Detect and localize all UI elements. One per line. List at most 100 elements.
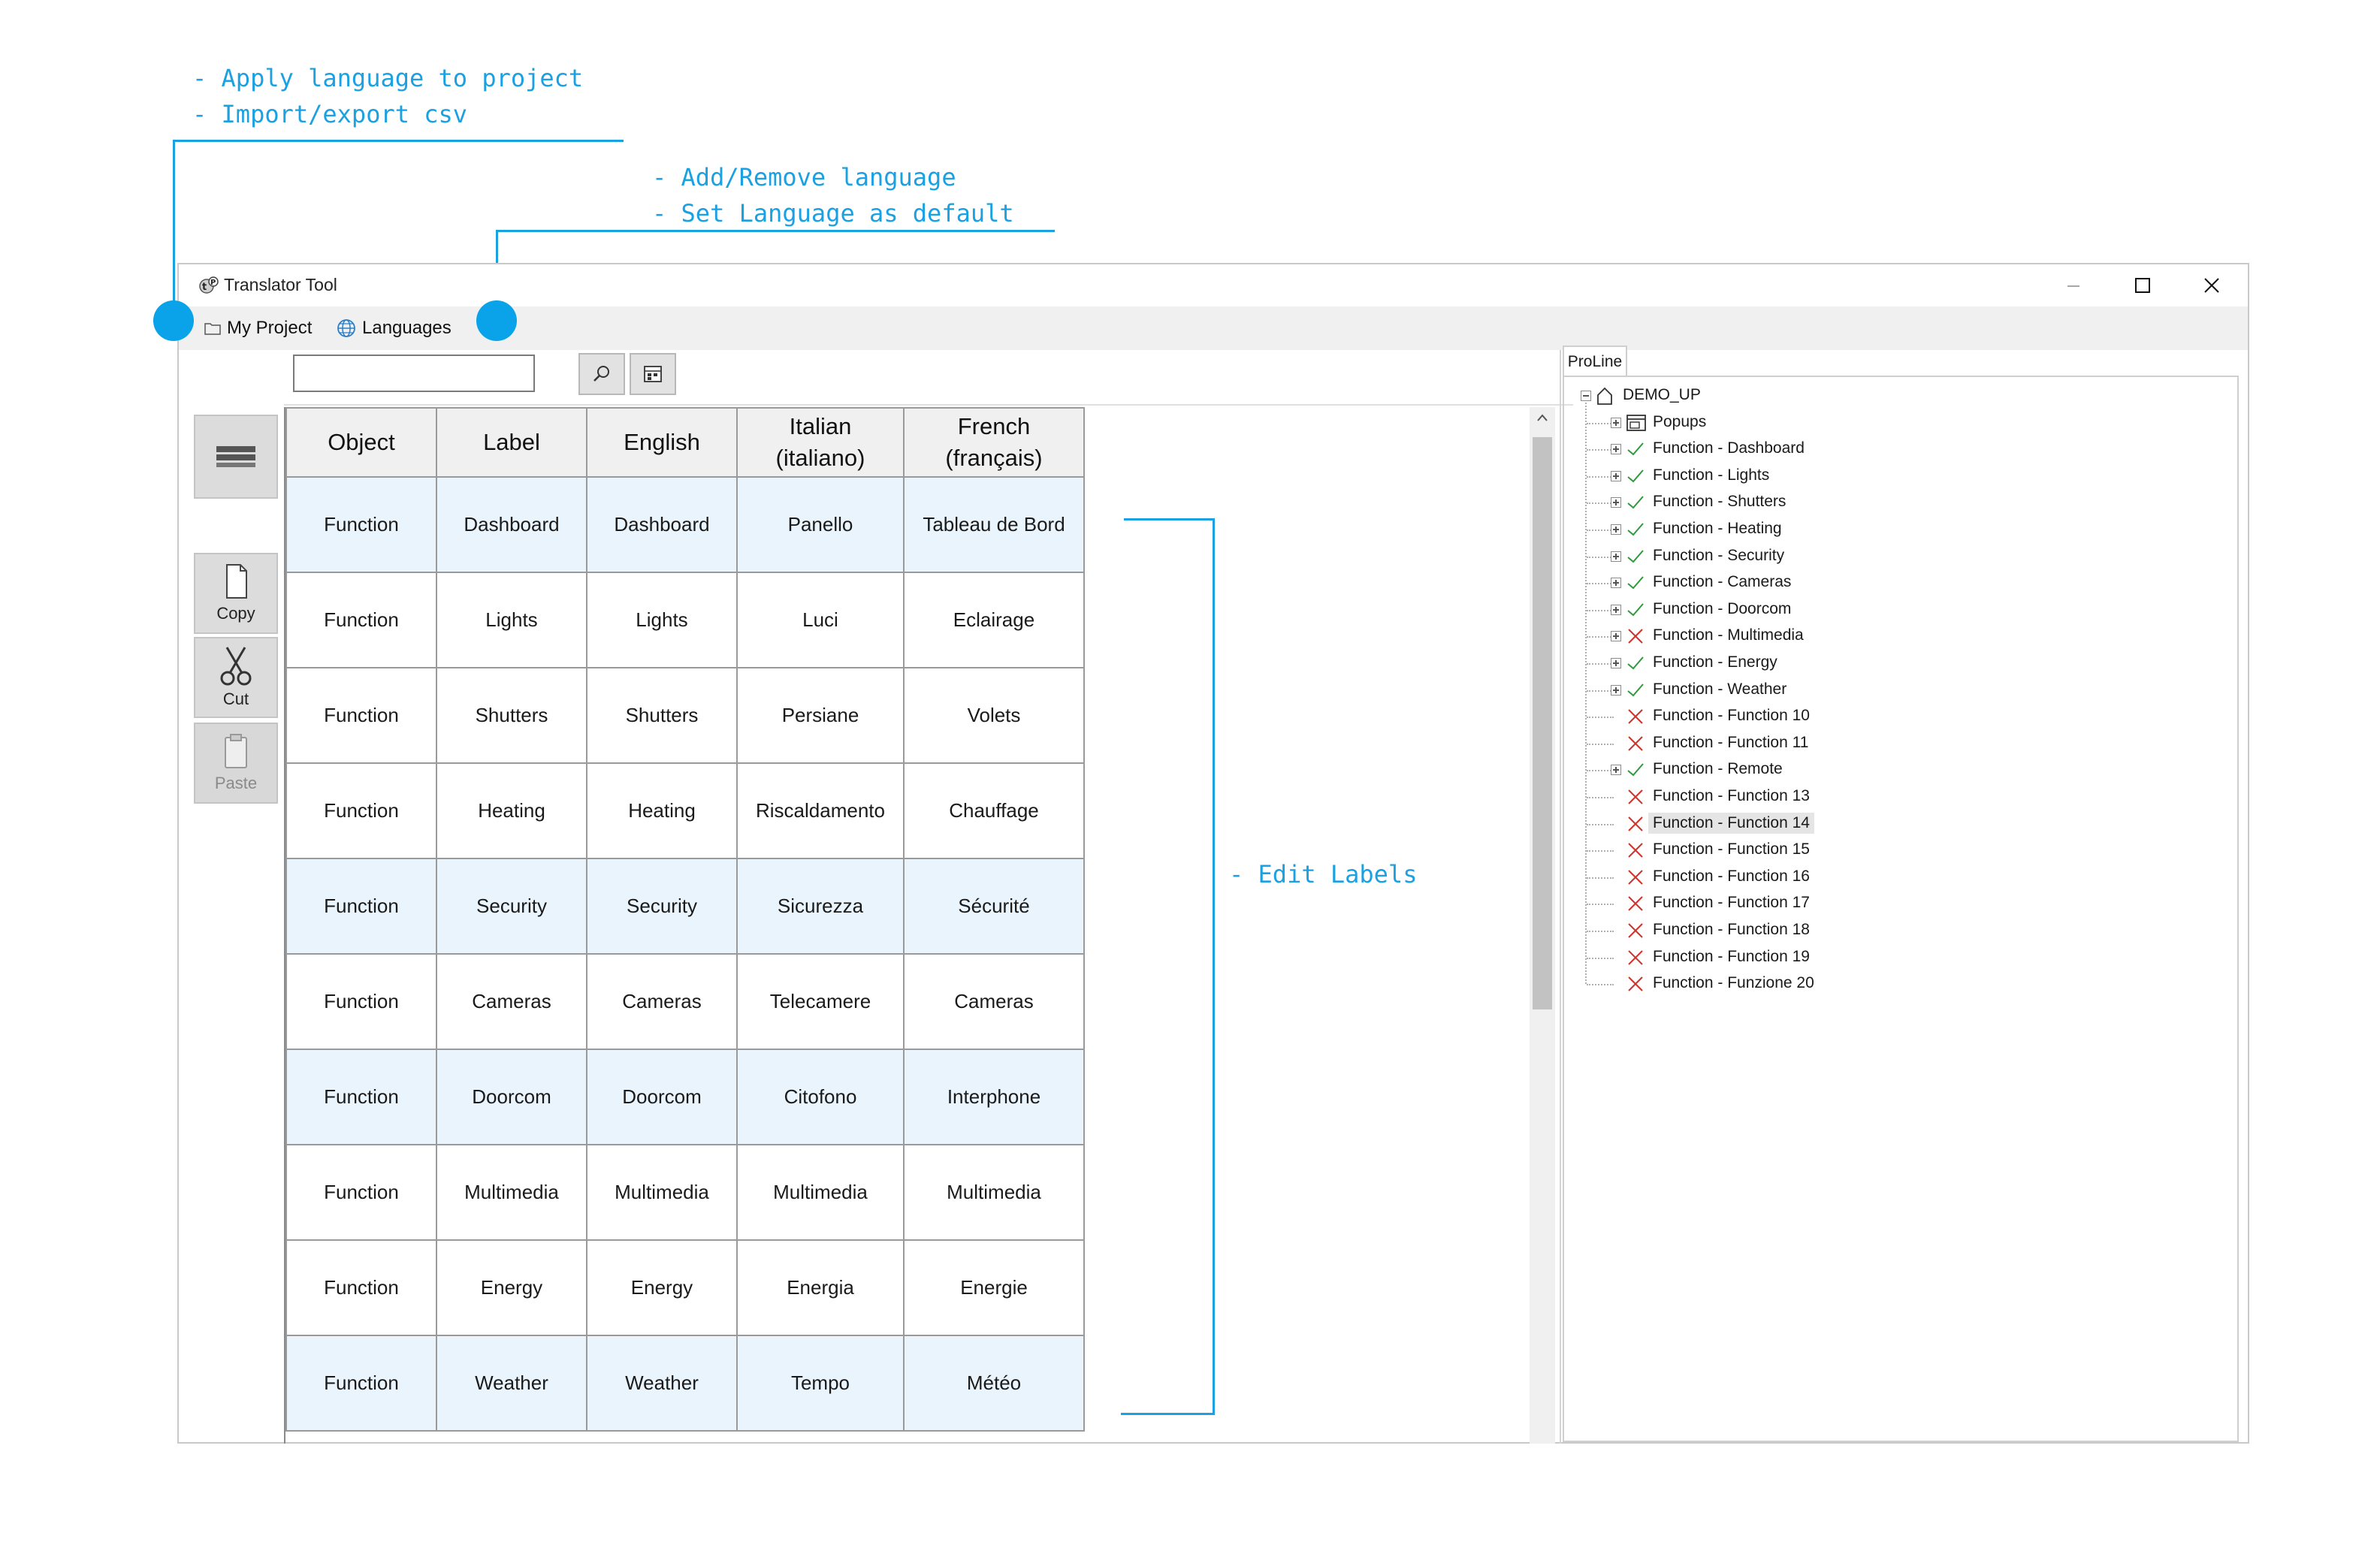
tree-item-label[interactable]: Function - Function 13 bbox=[1653, 787, 1810, 804]
tree-item-label[interactable]: Function - Function 15 bbox=[1653, 840, 1810, 858]
table-cell[interactable]: Interphone bbox=[903, 1049, 1085, 1145]
table-cell[interactable]: Function bbox=[285, 667, 437, 764]
tree-item-label[interactable]: Function - Function 17 bbox=[1653, 894, 1810, 912]
table-cell[interactable]: Panello bbox=[736, 476, 905, 573]
table-cell[interactable]: Weather bbox=[586, 1335, 738, 1432]
table-cell[interactable]: Cameras bbox=[586, 953, 738, 1050]
table-cell[interactable]: Function bbox=[285, 476, 437, 573]
expand-icon[interactable] bbox=[1611, 631, 1621, 642]
expand-icon[interactable] bbox=[1611, 658, 1621, 668]
table-cell[interactable]: Météo bbox=[903, 1335, 1085, 1432]
expand-icon[interactable] bbox=[1611, 604, 1621, 615]
tree-item-label[interactable]: Function - Function 19 bbox=[1653, 947, 1810, 965]
table-cell[interactable]: Function bbox=[285, 1335, 437, 1432]
tree-item-label[interactable]: Function - Function 11 bbox=[1653, 733, 1809, 751]
expand-icon[interactable] bbox=[1611, 497, 1621, 508]
table-cell[interactable]: Shutters bbox=[586, 667, 738, 764]
tree-item-label[interactable]: Popups bbox=[1653, 412, 1707, 430]
table-cell[interactable]: Function bbox=[285, 572, 437, 668]
table-cell[interactable]: Function bbox=[285, 1144, 437, 1241]
tree-item-label[interactable]: Function - Function 16 bbox=[1653, 867, 1810, 885]
cut-button[interactable]: Cut bbox=[194, 637, 278, 718]
table-cell[interactable]: Tempo bbox=[736, 1335, 905, 1432]
expand-icon[interactable] bbox=[1611, 578, 1621, 589]
tree-item-label[interactable]: Function - Dashboard bbox=[1653, 439, 1805, 457]
table-cell[interactable]: Eclairage bbox=[903, 572, 1085, 668]
grid-vertical-scrollbar[interactable] bbox=[1530, 407, 1555, 1444]
expand-icon[interactable] bbox=[1611, 551, 1621, 562]
table-cell[interactable]: Persiane bbox=[736, 667, 905, 764]
scroll-up-icon[interactable] bbox=[1536, 413, 1548, 422]
table-cell[interactable]: Cameras bbox=[903, 953, 1085, 1050]
table-cell[interactable]: Telecamere bbox=[736, 953, 905, 1050]
table-cell[interactable]: Lights bbox=[586, 572, 738, 668]
column-header[interactable]: Object bbox=[285, 407, 437, 478]
minimize-button[interactable] bbox=[2039, 264, 2108, 306]
table-cell[interactable]: Citofono bbox=[736, 1049, 905, 1145]
column-header[interactable]: English bbox=[586, 407, 738, 478]
table-cell[interactable]: Chauffage bbox=[903, 762, 1085, 859]
tree-item-label[interactable]: Function - Function 10 bbox=[1653, 707, 1810, 725]
close-button[interactable] bbox=[2177, 264, 2246, 306]
table-cell[interactable]: Sécurité bbox=[903, 858, 1085, 955]
menu-languages[interactable]: Languages bbox=[337, 314, 452, 342]
tree-item-label[interactable]: Function - Remote bbox=[1653, 760, 1783, 778]
tree-item-label[interactable]: Function - Function 18 bbox=[1653, 921, 1810, 938]
table-cell[interactable]: Tableau de Bord bbox=[903, 476, 1085, 573]
table-cell[interactable]: Multimedia bbox=[586, 1144, 738, 1241]
table-cell[interactable]: Volets bbox=[903, 667, 1085, 764]
maximize-button[interactable] bbox=[2108, 264, 2177, 306]
tab-proline[interactable]: ProLine bbox=[1563, 346, 1627, 377]
table-cell[interactable]: Heating bbox=[436, 762, 587, 859]
table-cell[interactable]: Function bbox=[285, 953, 437, 1050]
tree-item-label[interactable]: Function - Cameras bbox=[1653, 573, 1792, 591]
tree-item-label[interactable]: Function - Energy bbox=[1653, 653, 1777, 671]
table-cell[interactable]: Function bbox=[285, 762, 437, 859]
tree-item-label[interactable]: Function - Heating bbox=[1653, 520, 1782, 537]
table-cell[interactable]: Sicurezza bbox=[736, 858, 905, 955]
table-cell[interactable]: Energy bbox=[586, 1239, 738, 1336]
search-input[interactable] bbox=[293, 355, 535, 392]
table-cell[interactable]: Security bbox=[436, 858, 587, 955]
column-header[interactable]: Italian (italiano) bbox=[736, 407, 905, 478]
root-expander-icon[interactable] bbox=[1581, 391, 1591, 401]
table-cell[interactable]: Multimedia bbox=[903, 1144, 1085, 1241]
expand-icon[interactable] bbox=[1611, 444, 1621, 455]
view-toggle-button[interactable] bbox=[194, 415, 278, 499]
search-button[interactable] bbox=[578, 353, 625, 395]
table-cell[interactable]: Energia bbox=[736, 1239, 905, 1336]
copy-button[interactable]: Copy bbox=[194, 553, 278, 634]
table-cell[interactable]: Doorcom bbox=[586, 1049, 738, 1145]
expand-icon[interactable] bbox=[1611, 524, 1621, 535]
table-cell[interactable]: Shutters bbox=[436, 667, 587, 764]
expand-icon[interactable] bbox=[1611, 765, 1621, 776]
menu-my-project[interactable]: My Project bbox=[204, 314, 312, 342]
tree-item-label[interactable]: Function - Security bbox=[1653, 546, 1785, 564]
table-cell[interactable]: Doorcom bbox=[436, 1049, 587, 1145]
tree-root-label[interactable]: DEMO_UP bbox=[1623, 386, 1701, 403]
table-cell[interactable]: Function bbox=[285, 858, 437, 955]
tree-item-label[interactable]: Function - Lights bbox=[1653, 466, 1770, 484]
tree-item-label[interactable]: Function - Multimedia bbox=[1653, 626, 1804, 644]
paste-button[interactable]: Paste bbox=[194, 723, 278, 804]
scrollbar-thumb[interactable] bbox=[1533, 437, 1552, 1009]
table-cell[interactable]: Lights bbox=[436, 572, 587, 668]
table-cell[interactable]: Multimedia bbox=[436, 1144, 587, 1241]
table-cell[interactable]: Dashboard bbox=[436, 476, 587, 573]
tree-item-label[interactable]: Function - Doorcom bbox=[1653, 599, 1792, 617]
table-cell[interactable]: Dashboard bbox=[586, 476, 738, 573]
table-cell[interactable]: Cameras bbox=[436, 953, 587, 1050]
table-cell[interactable]: Security bbox=[586, 858, 738, 955]
tree-item-label[interactable]: Function - Function 14 bbox=[1648, 812, 1814, 834]
table-cell[interactable]: Function bbox=[285, 1049, 437, 1145]
tree-item-label[interactable]: Function - Shutters bbox=[1653, 493, 1787, 511]
